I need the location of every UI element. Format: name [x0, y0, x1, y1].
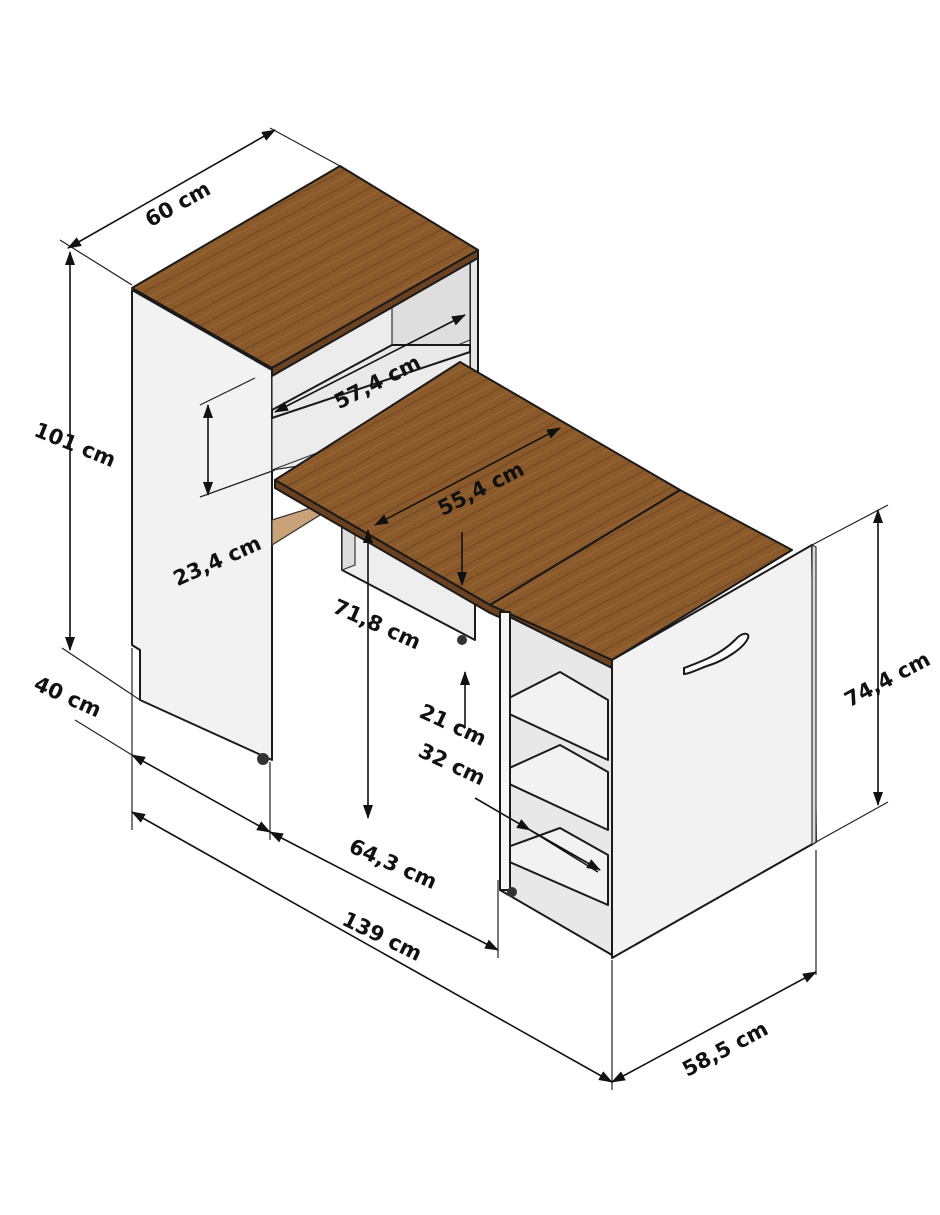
label-height-total: 101 cm [31, 418, 119, 472]
arrowhead-icon [67, 129, 276, 249]
label-front-height: 74,4 cm [840, 647, 934, 712]
label-desk-extension: 64,3 cm [345, 834, 440, 894]
tall-cabinet-side-panel [131, 289, 273, 761]
label-length-total: 139 cm [338, 907, 425, 966]
caster-wheel-front [507, 887, 517, 897]
caster-wheel [257, 753, 269, 765]
dimension-lines [59, 127, 889, 1090]
label-depth-side: 40 cm [30, 671, 105, 722]
drawer-handle-icon [683, 632, 750, 676]
caster-wheel-drawer [457, 635, 467, 645]
label-front-depth: 58,5 cm [678, 1016, 772, 1081]
